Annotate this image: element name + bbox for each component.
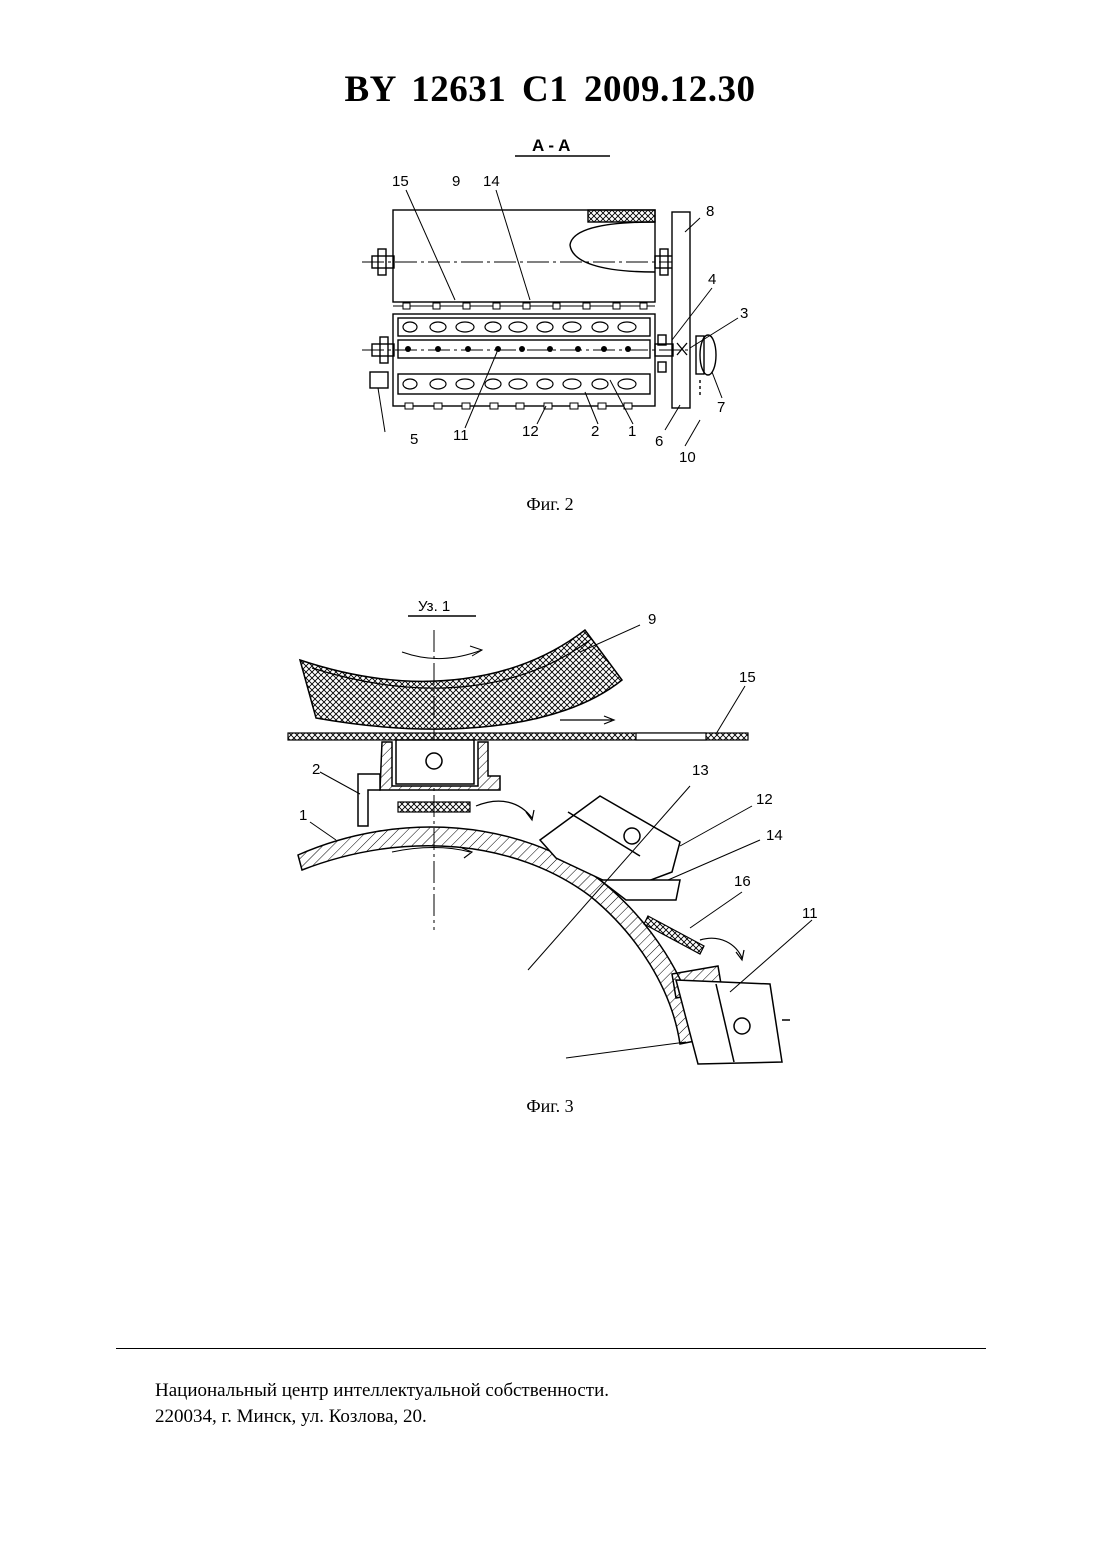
footer-line-2: 220034, г. Минск, ул. Козлова, 20. bbox=[155, 1404, 609, 1430]
f3-callout-2: 2 bbox=[312, 761, 320, 778]
f3-callout-11: 11 bbox=[802, 905, 818, 922]
figure-3-caption: Фиг. 3 bbox=[450, 1096, 650, 1117]
flow-arrow-2 bbox=[700, 938, 744, 960]
footer: Национальный центр интеллектуальной собс… bbox=[155, 1378, 609, 1430]
footer-line-1: Национальный центр интеллектуальной собс… bbox=[155, 1378, 609, 1404]
f3-callout-1: 1 bbox=[299, 807, 307, 824]
f3-callout-16: 16 bbox=[734, 873, 751, 890]
upper-roller-segment bbox=[300, 630, 622, 729]
f3-callout-9: 9 bbox=[648, 611, 656, 628]
flow-arrow-1 bbox=[476, 801, 532, 818]
center-knife-holder bbox=[380, 740, 500, 790]
cut-strip-top bbox=[398, 802, 470, 812]
f3-callout-13: 13 bbox=[692, 762, 709, 779]
bracket bbox=[358, 774, 380, 826]
figure-3-drawing: Уз. 1 bbox=[0, 0, 1100, 1100]
footer-divider bbox=[116, 1348, 986, 1349]
f3-callout-14: 14 bbox=[766, 827, 783, 844]
f3-callout-15: 15 bbox=[739, 669, 756, 686]
node-label: Уз. 1 bbox=[418, 598, 450, 615]
knife-block-11 bbox=[672, 966, 790, 1064]
f3-callout-12: 12 bbox=[756, 791, 773, 808]
knife-block bbox=[540, 796, 680, 900]
